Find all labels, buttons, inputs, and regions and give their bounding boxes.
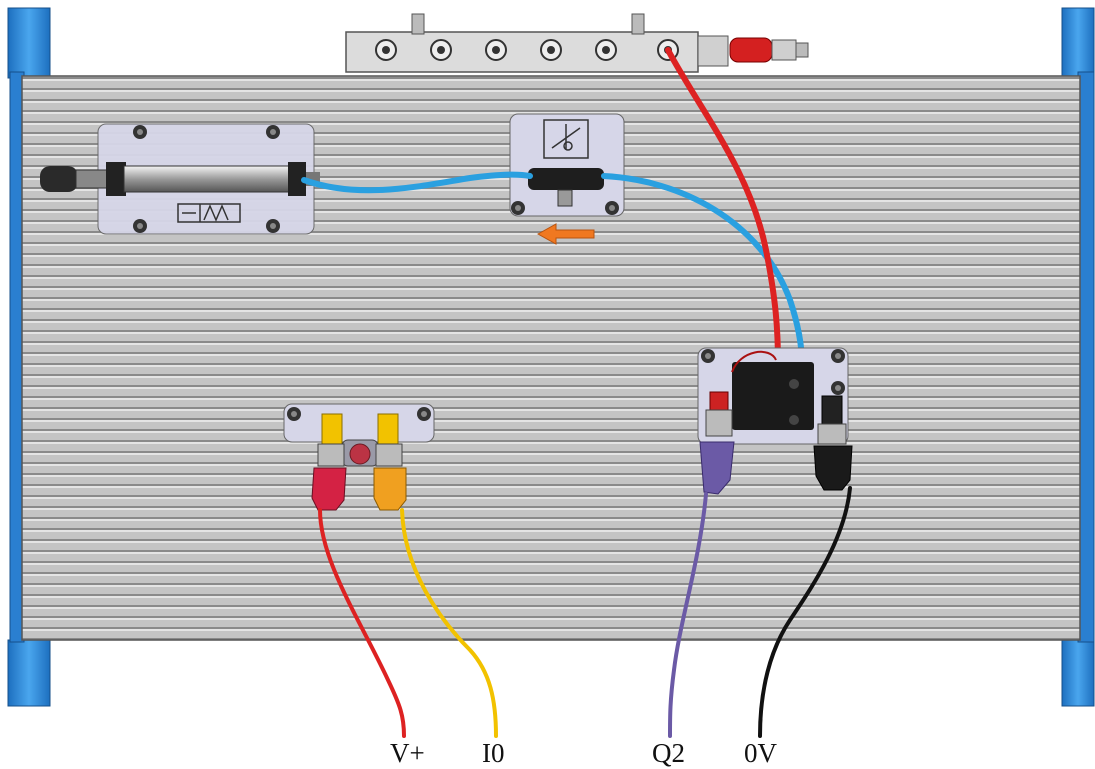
manifold-port [375, 39, 397, 61]
mounting-screw [605, 201, 619, 215]
label-0v: 0V [744, 738, 778, 768]
wire-q2 [668, 492, 708, 738]
arrow-left-icon [536, 223, 595, 245]
label-v-plus: V+ [390, 738, 425, 768]
mounting-screw [831, 381, 845, 395]
manifold-port [430, 39, 452, 61]
mounting-screw [287, 407, 301, 421]
mounting-screw [701, 349, 715, 363]
wire-v-plus [318, 508, 406, 738]
mounting-screw [417, 407, 431, 421]
socket-0v[interactable] [813, 395, 853, 491]
solenoid-valve [732, 362, 814, 430]
mounting-screw [511, 201, 525, 215]
solenoid-valve-module [697, 347, 849, 445]
shutoff-valve-handle[interactable] [729, 37, 773, 63]
air-supply-tube-red [665, 47, 781, 367]
wire-i0 [400, 508, 498, 738]
pneumatic-cylinder [123, 165, 291, 193]
wire-0v [758, 486, 852, 738]
mounting-screw [266, 125, 280, 139]
mounting-screw [266, 219, 280, 233]
air-tube [301, 171, 533, 194]
manifold-port [540, 39, 562, 61]
spring-return-symbol [177, 203, 241, 223]
air-distribution-manifold [345, 13, 809, 73]
socket-i0[interactable] [373, 443, 407, 511]
mounting-screw [133, 125, 147, 139]
mounting-screw [133, 219, 147, 233]
frame-right [1061, 7, 1095, 707]
socket-q2[interactable] [699, 391, 735, 495]
cylinder-module [40, 123, 320, 235]
throttle-valve-icon [543, 119, 589, 159]
flow-control-module [509, 113, 625, 217]
label-q2: Q2 [652, 738, 685, 768]
manifold-port [595, 39, 617, 61]
frame-left [7, 7, 51, 707]
label-i0: I0 [482, 738, 505, 768]
manifold-port [485, 39, 507, 61]
socket-v-plus[interactable] [311, 443, 347, 511]
air-tube [601, 173, 805, 367]
mounting-screw [831, 349, 845, 363]
push-button-module [283, 403, 435, 467]
